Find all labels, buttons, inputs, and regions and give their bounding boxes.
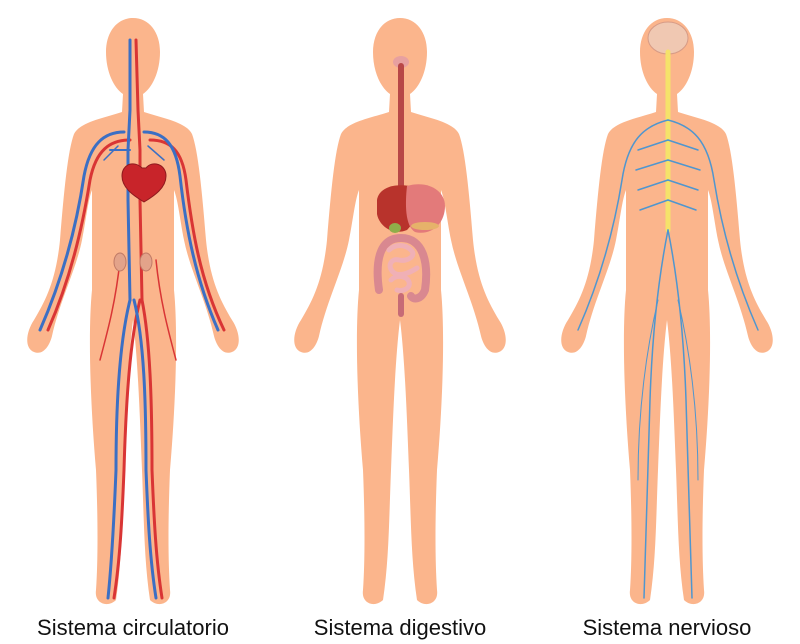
circulatory-body-illustration	[0, 0, 266, 610]
caption-nervous: Sistema nervioso	[534, 615, 800, 641]
caption-digestive: Sistema digestivo	[267, 615, 533, 641]
nervous-body-illustration	[534, 0, 800, 610]
body-silhouette	[27, 18, 239, 604]
pancreas	[411, 222, 439, 230]
gallbladder	[389, 223, 401, 233]
digestive-system-figure	[267, 0, 533, 610]
circulatory-system-figure	[0, 0, 266, 610]
nervous-system-figure	[534, 0, 800, 610]
caption-circulatory: Sistema circulatorio	[0, 615, 266, 641]
brain	[648, 22, 688, 54]
digestive-body-illustration	[267, 0, 533, 610]
